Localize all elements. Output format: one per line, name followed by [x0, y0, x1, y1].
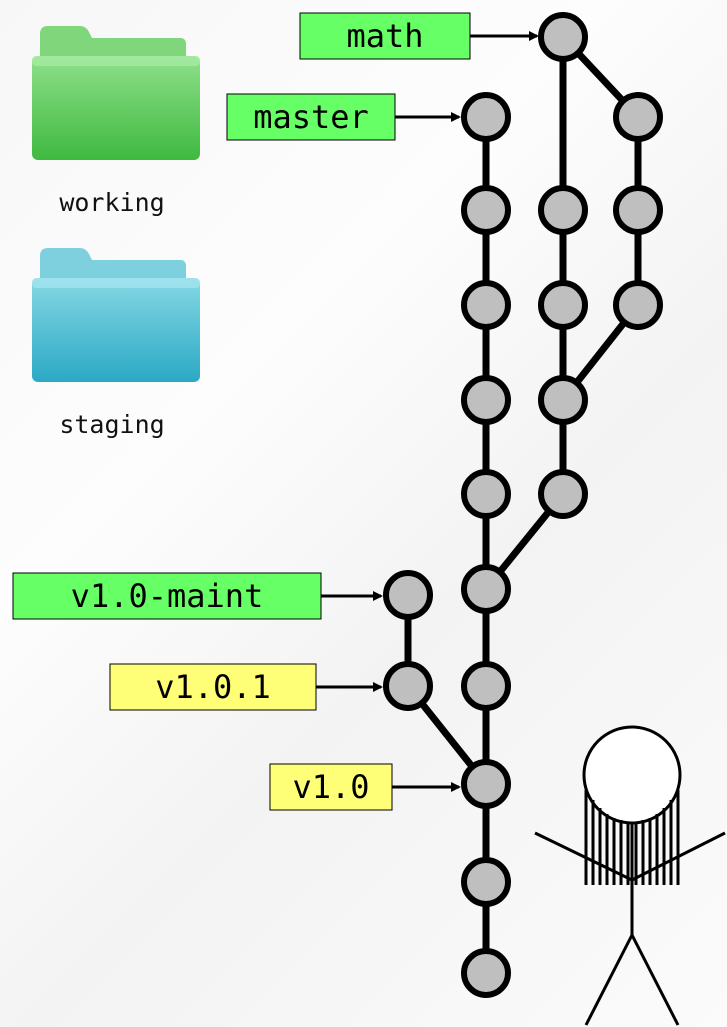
working-folder-icon[interactable] — [32, 26, 200, 160]
working-folder-label: working — [59, 188, 165, 217]
commit-node-c3[interactable] — [461, 759, 511, 809]
ref-box-math[interactable] — [299, 12, 471, 60]
commit-node-c7[interactable] — [461, 375, 511, 425]
staging-folder-label: staging — [59, 410, 165, 439]
commit-node-c9[interactable] — [461, 185, 511, 235]
commit-node-m0[interactable] — [538, 12, 588, 62]
ref-label-v1-0-1: v1.0.1 — [155, 668, 271, 706]
ref-label-master: master — [253, 98, 369, 136]
ref-v1-0[interactable]: v1.0 — [269, 763, 393, 811]
ref-box-master[interactable] — [226, 93, 396, 141]
commit-node-b3[interactable] — [538, 280, 588, 330]
stick-figure-icon — [534, 725, 726, 1026]
edges-layer — [404, 34, 642, 973]
commit-node-c4[interactable] — [461, 661, 511, 711]
ref-master[interactable]: master — [226, 93, 396, 141]
commit-node-b4[interactable] — [538, 185, 588, 235]
ref-math[interactable]: math — [299, 12, 471, 60]
ref-box-v1-0[interactable] — [269, 763, 393, 811]
nodes-layer — [383, 12, 663, 998]
commit-node-b1[interactable] — [538, 469, 588, 519]
commit-node-t1[interactable] — [383, 661, 433, 711]
commit-node-c5[interactable] — [461, 564, 511, 614]
commit-node-t2[interactable] — [383, 570, 433, 620]
refs-layer: math master v1.0-maint v1.0.1 v1.0 — [12, 12, 471, 811]
ref-v1-0-maint[interactable]: v1.0-maint — [12, 572, 322, 620]
commit-node-c8[interactable] — [461, 280, 511, 330]
commit-node-c2[interactable] — [461, 857, 511, 907]
ref-box-v1-0-1[interactable] — [109, 663, 317, 711]
commit-node-c10[interactable] — [461, 92, 511, 142]
ref-label-math: math — [346, 17, 423, 55]
ref-box-v1-0-maint[interactable] — [12, 572, 322, 620]
commit-node-d2[interactable] — [613, 185, 663, 235]
staging-folder-icon[interactable] — [32, 248, 200, 382]
commit-node-d1[interactable] — [613, 280, 663, 330]
arrows-layer — [316, 31, 539, 792]
commit-node-c6[interactable] — [461, 469, 511, 519]
commit-node-d3[interactable] — [613, 92, 663, 142]
commit-node-b2[interactable] — [538, 375, 588, 425]
ref-label-v1-0-maint: v1.0-maint — [71, 577, 264, 615]
ref-label-v1-0: v1.0 — [292, 768, 369, 806]
commit-node-c1[interactable] — [461, 948, 511, 998]
ref-v1-0-1[interactable]: v1.0.1 — [109, 663, 317, 711]
